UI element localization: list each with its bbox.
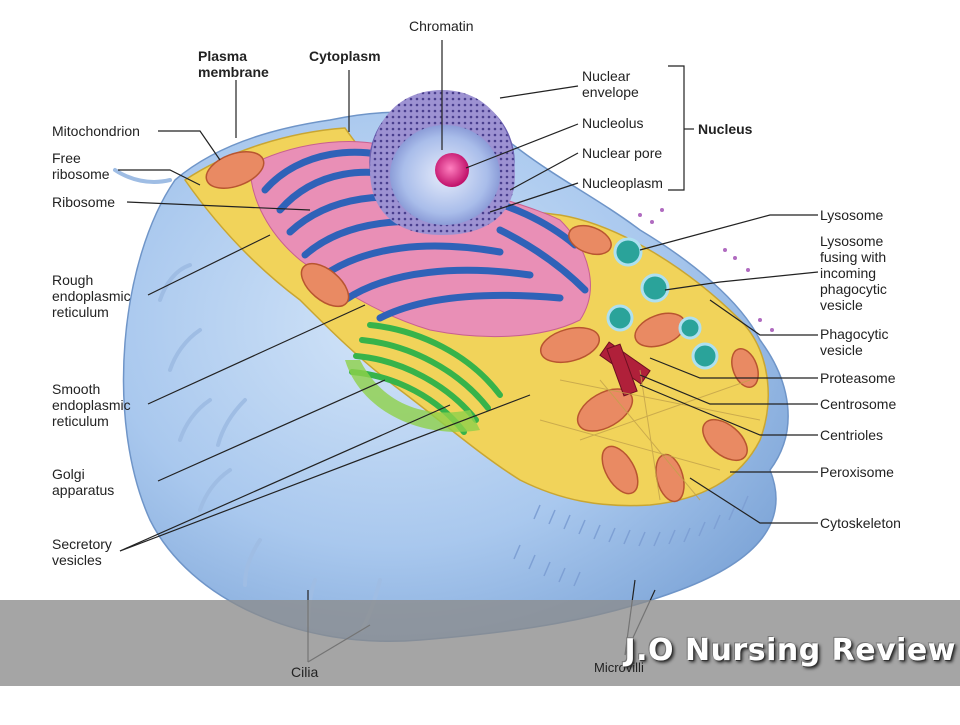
label-cytoskeleton: Cytoskeleton [820, 515, 901, 531]
label-cytoplasm: Cytoplasm [309, 48, 381, 64]
label-proteasome: Proteasome [820, 370, 896, 386]
label-centrioles: Centrioles [820, 427, 884, 443]
label-ribosome: Ribosome [52, 194, 116, 210]
nucleus [369, 90, 515, 235]
watermark-text: J.O Nursing Review [624, 633, 956, 668]
watermark-banner [0, 600, 960, 686]
lysosomes [606, 237, 719, 370]
label-chromatin: Chromatin [409, 18, 474, 34]
label-mitochondrion: Mitochondrion [52, 123, 140, 139]
label-nucleolus: Nucleolus [582, 115, 644, 131]
label-nucleus: Nucleus [698, 121, 753, 137]
golgi-base [345, 360, 480, 432]
label-lysosome: Lysosome [820, 207, 884, 223]
label-golgi: Golgi apparatus [52, 466, 115, 498]
label-microvilli: Microvilli [594, 660, 644, 675]
microvilli [513, 495, 749, 587]
label-free-ribosome: Free ribosome [52, 150, 110, 182]
cytoskeleton [539, 369, 761, 501]
label-nucleoplasm: Nucleoplasm [582, 175, 663, 191]
label-rough-er: Rough endoplasmic reticulum [52, 272, 131, 320]
label-nuclear-envelope: Nuclear envelope [582, 68, 639, 100]
label-phagocytic-vesicle: Phagocytic vesicle [820, 326, 889, 358]
label-peroxisome: Peroxisome [820, 464, 894, 480]
label-lysosome-fusing: Lysosome fusing with incoming phagocytic… [820, 233, 887, 313]
nucleolus-shape [435, 153, 469, 187]
label-secretory-vesicles: Secretory vesicles [52, 536, 112, 568]
label-centrosome: Centrosome [820, 396, 897, 412]
label-smooth-er: Smooth endoplasmic reticulum [52, 381, 131, 429]
phagocytic-particles [638, 208, 774, 332]
label-cilia: Cilia [291, 664, 319, 680]
label-plasma-membrane: Plasma membrane [198, 48, 269, 80]
label-nuclear-pore: Nuclear pore [582, 145, 663, 161]
centrioles [599, 341, 651, 397]
